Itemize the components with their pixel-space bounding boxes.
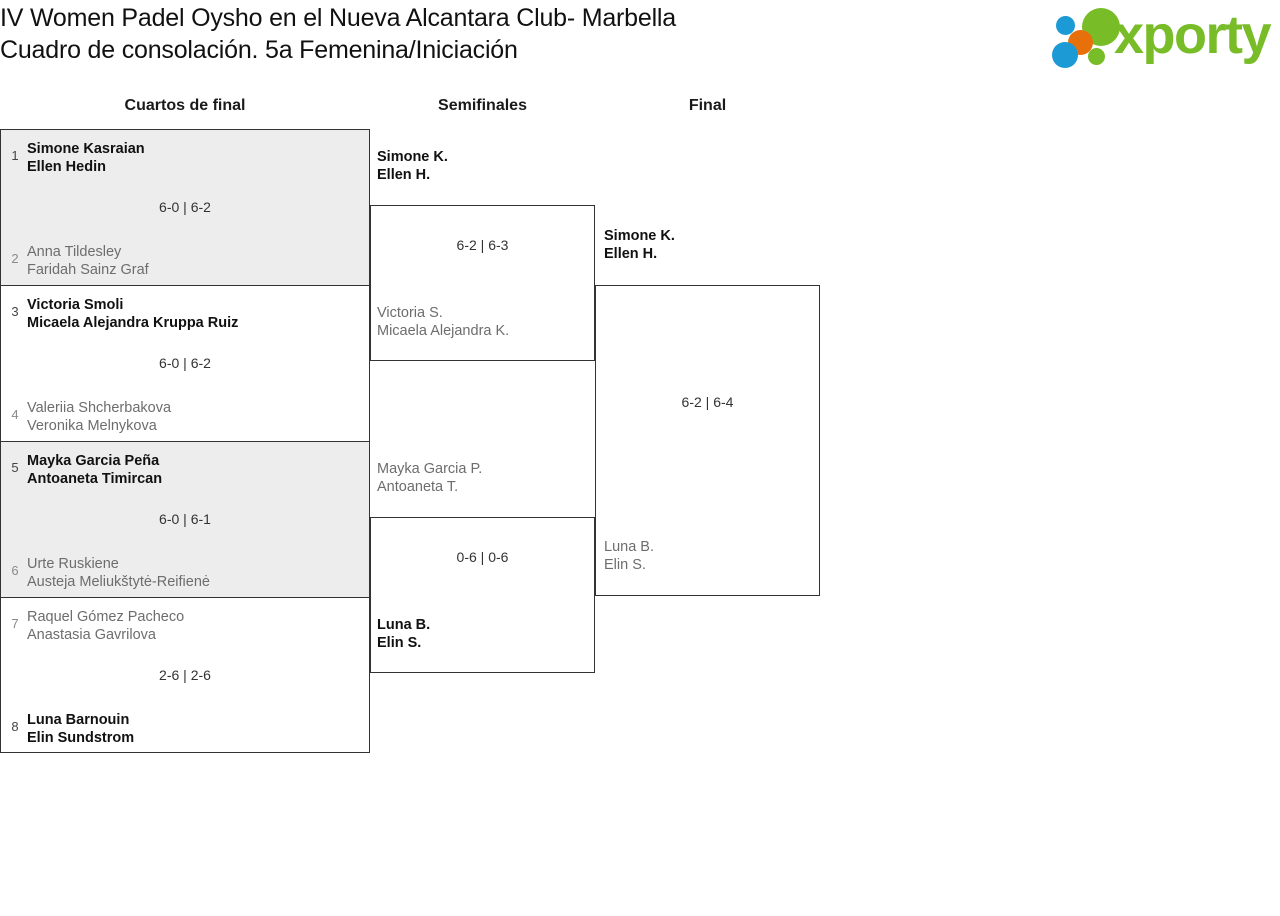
semifinal-1-team-top: Simone K. Ellen H. (377, 148, 592, 184)
seed-number: 6 (11, 563, 19, 578)
player-name: Mayka Garcia Peña (27, 453, 160, 469)
match-score: 6-0 | 6-2 (159, 199, 211, 215)
player-name: Victoria Smoli (27, 297, 124, 313)
team-top: Mayka Garcia Peña Antoaneta Timircan (27, 452, 357, 488)
player-name: Elin S. (604, 557, 646, 573)
logo-dot-green-small (1088, 48, 1105, 65)
match-final[interactable]: 6-2 | 6-4 (595, 285, 820, 596)
team-bottom: Urte Ruskiene Austeja Meliukštytė-Reifie… (27, 555, 357, 591)
final-team-top: Simone K. Ellen H. (604, 227, 819, 263)
match-score: 6-0 | 6-1 (159, 511, 211, 527)
player-name: Antoaneta T. (377, 479, 459, 495)
player-name: Austeja Meliukštytė-Reifienė (27, 574, 210, 590)
player-name: Simone K. (604, 228, 675, 244)
seed-number: 5 (11, 460, 19, 475)
team-top: Simone Kasraian Ellen Hedin (27, 140, 357, 176)
player-name: Valeriia Shcherbakova (27, 400, 172, 416)
logo-dots-icon (1052, 8, 1124, 68)
player-name: Micaela Alejandra K. (377, 323, 510, 339)
player-name: Simone Kasraian (27, 141, 145, 157)
team-bottom: Luna Barnouin Elin Sundstrom (27, 711, 357, 747)
final-team-bottom: Luna B. Elin S. (604, 538, 819, 574)
player-name: Elin Sundstrom (27, 730, 135, 746)
player-name: Urte Ruskiene (27, 556, 119, 572)
match-semifinal-1[interactable]: 6-2 | 6-3 (370, 205, 595, 361)
player-name: Victoria S. (377, 305, 443, 321)
player-name: Veronika Melnykova (27, 418, 157, 434)
page-title: IV Women Padel Oysho en el Nueva Alcanta… (0, 2, 1020, 66)
logo-wordmark: xporty (1114, 5, 1272, 65)
semifinal-1-team-bottom: Victoria S. Micaela Alejandra K. (377, 304, 592, 340)
match-quarterfinal-4[interactable]: 7 Raquel Gómez Pacheco Anastasia Gavrilo… (0, 597, 370, 753)
seed-number: 3 (11, 304, 19, 319)
player-name: Simone K. (377, 149, 448, 165)
page-title-line-1: IV Women Padel Oysho en el Nueva Alcanta… (0, 4, 676, 32)
team-top: Raquel Gómez Pacheco Anastasia Gavrilova (27, 608, 357, 644)
player-name: Antoaneta Timircan (27, 471, 163, 487)
seed-number: 4 (11, 407, 19, 422)
round-header-final: Final (688, 97, 727, 114)
match-quarterfinal-1[interactable]: 1 Simone Kasraian Ellen Hedin 6-0 | 6-2 … (0, 129, 370, 285)
player-name: Ellen H. (377, 167, 431, 183)
logo-dot-blue-small (1056, 16, 1075, 35)
match-quarterfinal-3[interactable]: 5 Mayka Garcia Peña Antoaneta Timircan 6… (0, 441, 370, 597)
seed-number: 2 (11, 251, 19, 266)
player-name: Ellen H. (604, 246, 658, 262)
semifinal-2-team-top: Mayka Garcia P. Antoaneta T. (377, 460, 592, 496)
match-quarterfinal-2[interactable]: 3 Victoria Smoli Micaela Alejandra Krupp… (0, 285, 370, 441)
logo-dot-blue-large (1052, 42, 1078, 68)
player-name: Elin S. (377, 635, 422, 651)
team-bottom: Valeriia Shcherbakova Veronika Melnykova (27, 399, 357, 435)
match-score: 6-0 | 6-2 (159, 355, 211, 371)
player-name: Anastasia Gavrilova (27, 627, 156, 643)
player-name: Micaela Alejandra Kruppa Ruiz (27, 315, 239, 331)
team-top: Victoria Smoli Micaela Alejandra Kruppa … (27, 296, 357, 332)
player-name: Luna B. (377, 617, 431, 633)
seed-number: 1 (11, 148, 19, 163)
player-name: Mayka Garcia P. (377, 461, 483, 477)
match-score: 6-2 | 6-4 (681, 394, 734, 410)
match-score: 0-6 | 0-6 (456, 549, 509, 565)
page-title-line-2: Cuadro de consolación. 5a Femenina/Inici… (0, 36, 518, 64)
player-name: Faridah Sainz Graf (27, 262, 149, 278)
player-name: Raquel Gómez Pacheco (27, 609, 185, 625)
player-name: Luna Barnouin (27, 712, 130, 728)
round-header-quarterfinals: Cuartos de final (124, 97, 246, 114)
match-score: 6-2 | 6-3 (456, 237, 509, 253)
player-name: Anna Tildesley (27, 244, 122, 260)
seed-number: 8 (11, 719, 19, 734)
match-semifinal-2[interactable]: 0-6 | 0-6 (370, 517, 595, 673)
match-score: 2-6 | 2-6 (159, 667, 211, 683)
seed-number: 7 (11, 616, 19, 631)
player-name: Ellen Hedin (27, 159, 106, 175)
team-bottom: Anna Tildesley Faridah Sainz Graf (27, 243, 357, 279)
player-name: Luna B. (604, 539, 654, 555)
xporty-logo[interactable]: xporty (1052, 5, 1276, 68)
semifinal-2-team-bottom: Luna B. Elin S. (377, 616, 592, 652)
round-header-semifinals: Semifinales (438, 97, 527, 114)
